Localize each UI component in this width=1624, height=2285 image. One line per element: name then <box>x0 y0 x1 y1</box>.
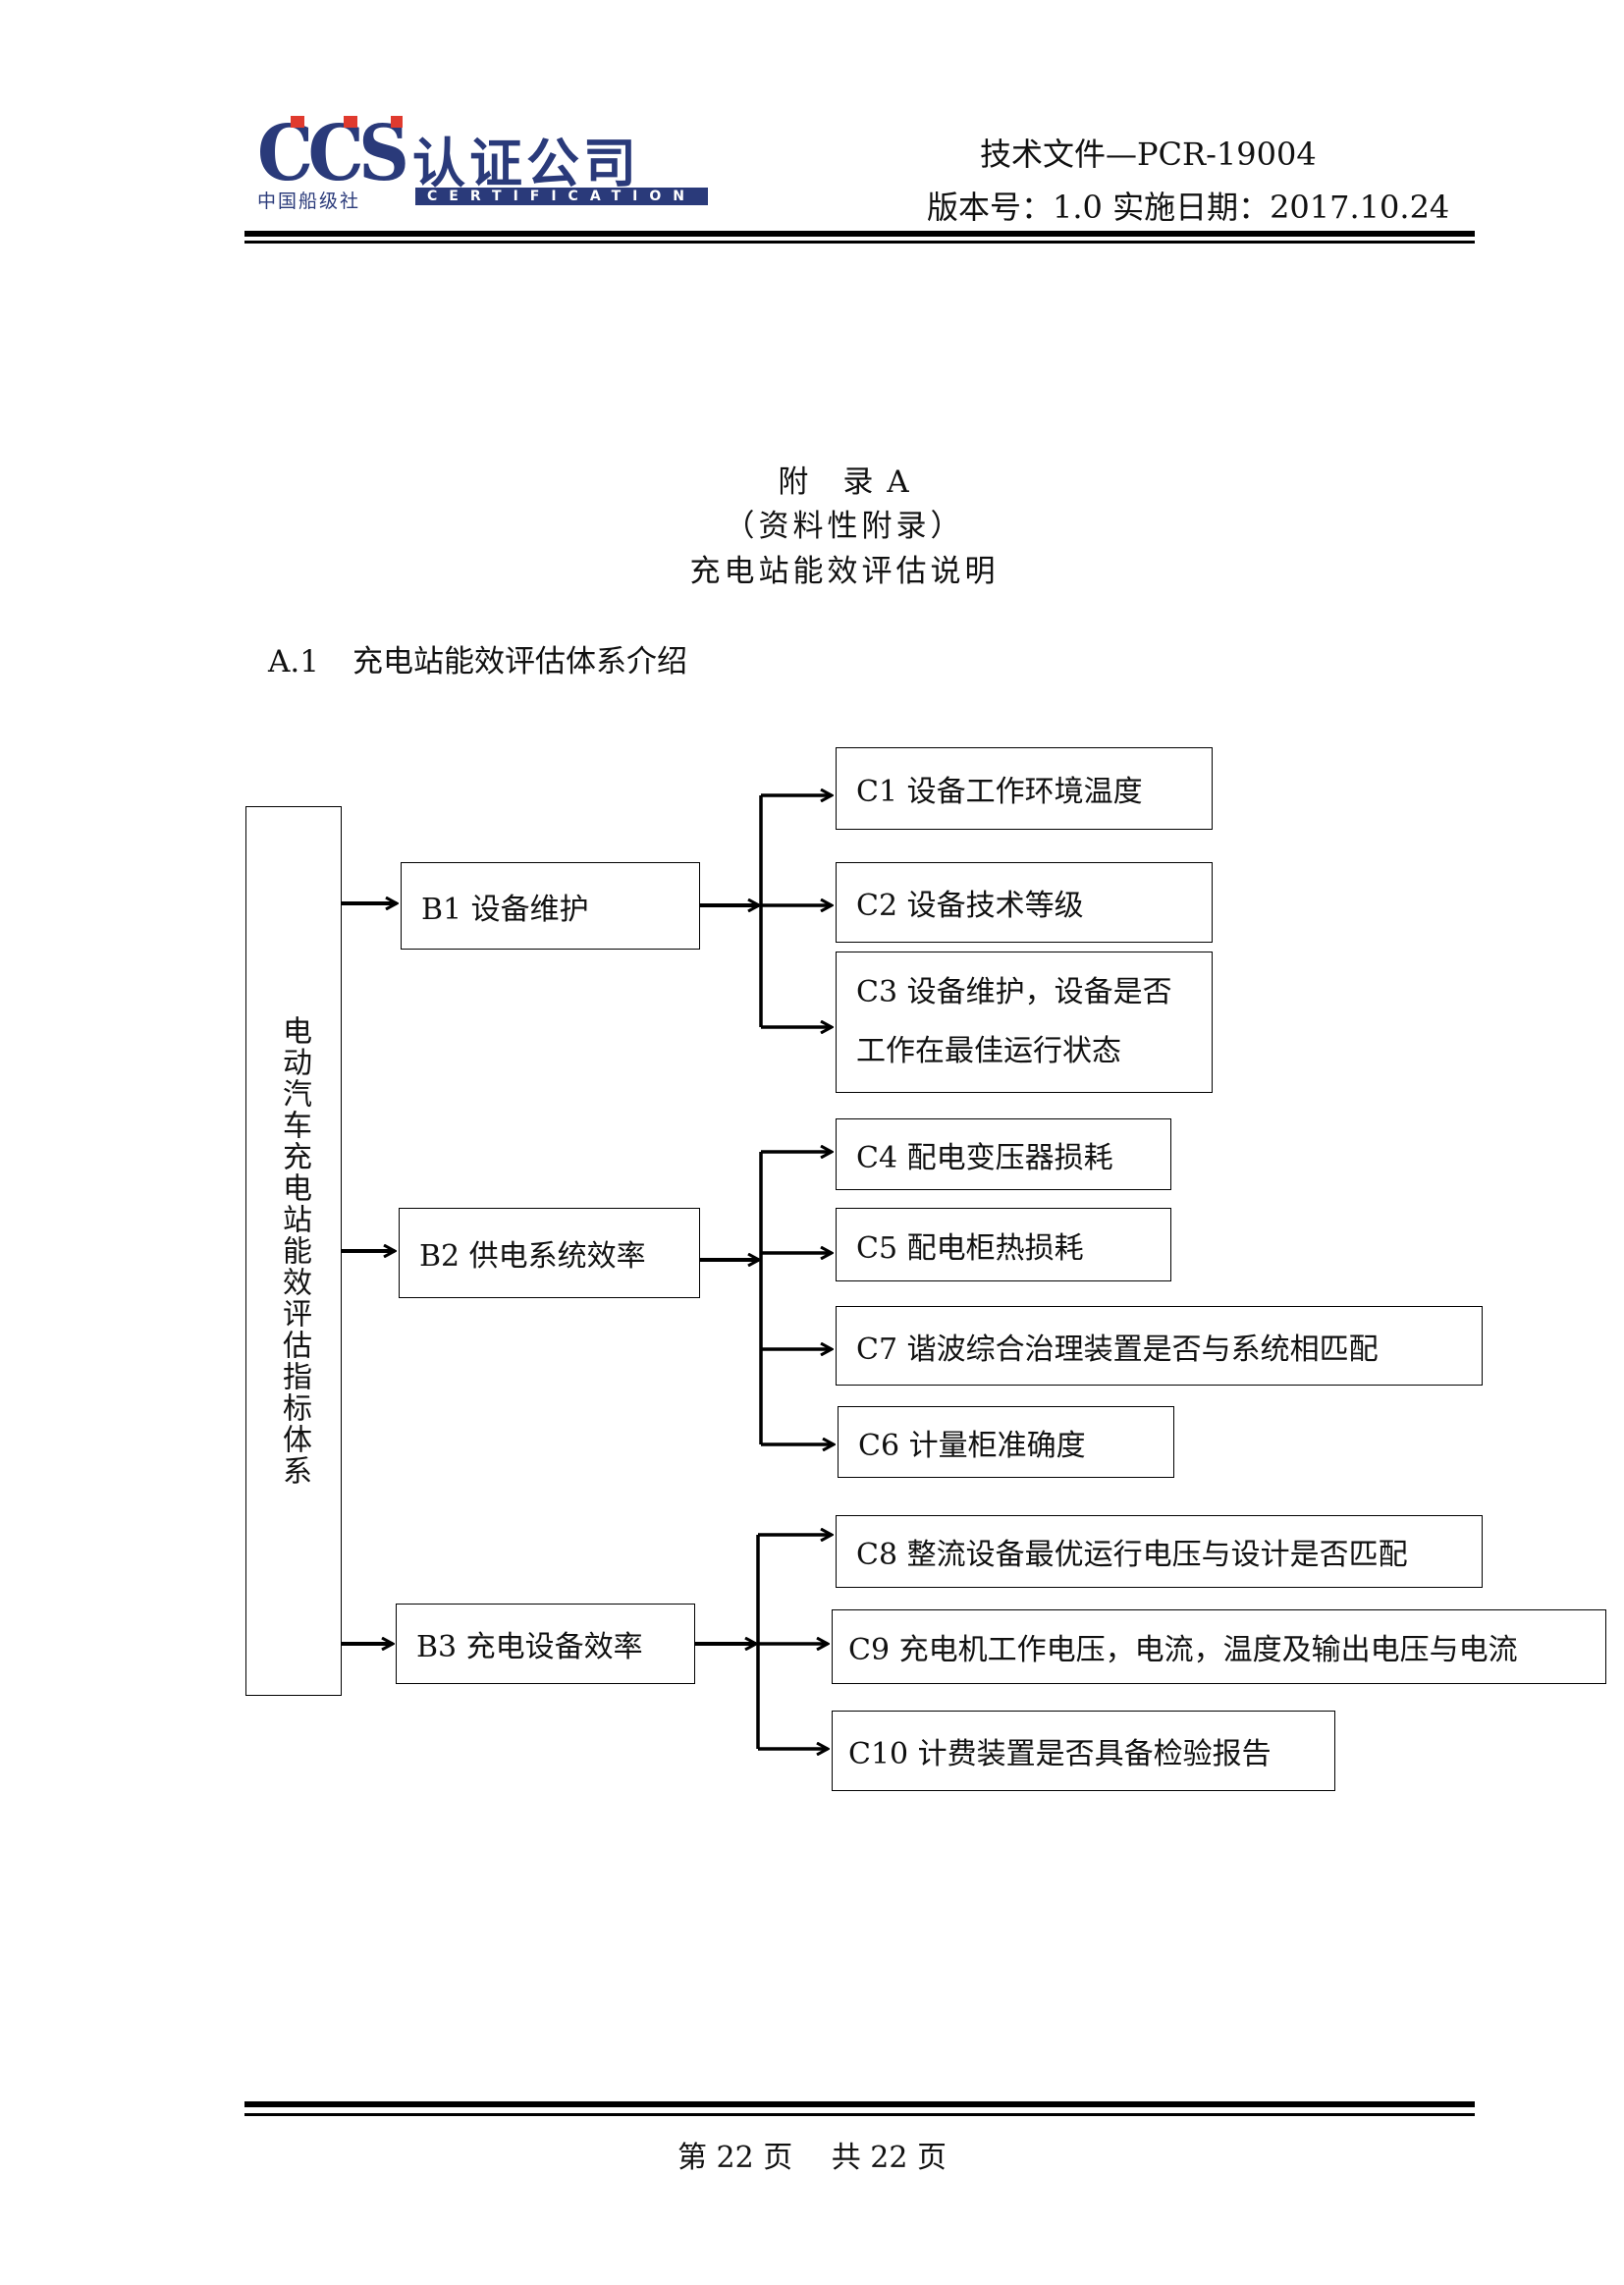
page-number: 第 22 页 共 22 页 <box>677 2141 947 2175</box>
node-c9: C9 充电机工作电压，电流，温度及输出电压与电流 <box>832 1609 1606 1684</box>
node-c7-label: C7 谐波综合治理装置是否与系统相匹配 <box>856 1332 1379 1367</box>
version-line: 版本号：1.0 实施日期：2017.10.24 <box>927 189 1450 226</box>
node-c4: C4 配电变压器损耗 <box>836 1118 1171 1190</box>
logo-parent-name: 中国船级社 <box>257 190 361 212</box>
node-c3-label-line1: C3 设备维护，设备是否 <box>856 975 1172 1009</box>
logo-ccs-mark: CCS <box>257 116 409 192</box>
node-c6: C6 计量柜准确度 <box>838 1406 1174 1478</box>
logo-red-accent <box>344 116 357 128</box>
node-c3: C3 设备维护，设备是否 工作在最佳运行状态 <box>836 952 1213 1093</box>
node-c2-label: C2 设备技术等级 <box>856 889 1084 923</box>
node-c9-label: C9 充电机工作电压，电流，温度及输出电压与电流 <box>848 1633 1518 1667</box>
footer-rule-thick <box>244 2101 1475 2107</box>
node-c8-label: C8 整流设备最优运行电压与设计是否匹配 <box>856 1538 1408 1572</box>
section-number: A.1 <box>268 644 319 680</box>
diagram-root-node: 电动汽车充电站能效评估指标体系 <box>245 806 342 1696</box>
logo-red-accent <box>291 116 304 128</box>
root-node-label: 电动汽车充电站能效评估指标体系 <box>277 1015 311 1487</box>
node-b1: B1 设备维护 <box>401 862 700 950</box>
logo-tagline: CERTIFICATION <box>415 188 708 205</box>
appendix-heading: 充电站能效评估说明 <box>689 554 1000 589</box>
document-number: 技术文件—PCR-19004 <box>980 136 1317 173</box>
node-c10-label: C10 计费装置是否具备检验报告 <box>848 1737 1272 1771</box>
node-b2-label: B2 供电系统效率 <box>419 1239 646 1274</box>
node-b2: B2 供电系统效率 <box>399 1208 700 1298</box>
footer-rule-thin <box>244 2113 1475 2116</box>
node-c4-label: C4 配电变压器损耗 <box>856 1140 1113 1175</box>
node-c5-label: C5 配电柜热损耗 <box>856 1230 1084 1266</box>
node-b1-label: B1 设备维护 <box>421 892 589 927</box>
section-title: 充电站能效评估体系介绍 <box>352 644 687 680</box>
node-c1: C1 设备工作环境温度 <box>836 747 1213 830</box>
node-c5: C5 配电柜热损耗 <box>836 1208 1171 1281</box>
node-b3-label: B3 充电设备效率 <box>416 1630 643 1664</box>
node-c3-label-line2: 工作在最佳运行状态 <box>856 1034 1121 1068</box>
node-c6-label: C6 计量柜准确度 <box>858 1428 1086 1463</box>
node-b3: B3 充电设备效率 <box>396 1604 695 1684</box>
logo-brand-text: CCS <box>257 109 409 198</box>
header-rule-thin <box>244 241 1475 244</box>
appendix-subtitle: （资料性附录） <box>724 509 965 544</box>
node-c2: C2 设备技术等级 <box>836 862 1213 943</box>
node-c1-label: C1 设备工作环境温度 <box>856 775 1143 809</box>
logo-red-accent <box>391 116 403 128</box>
section-heading: A.1 充电站能效评估体系介绍 <box>268 636 687 680</box>
logo-company-name: 认证公司 <box>412 133 640 194</box>
appendix-title: 附 录 A <box>778 464 911 500</box>
node-c10: C10 计费装置是否具备检验报告 <box>832 1711 1335 1791</box>
node-c7: C7 谐波综合治理装置是否与系统相匹配 <box>836 1306 1483 1386</box>
node-c8: C8 整流设备最优运行电压与设计是否匹配 <box>836 1515 1483 1588</box>
header-rule-thick <box>244 231 1475 237</box>
